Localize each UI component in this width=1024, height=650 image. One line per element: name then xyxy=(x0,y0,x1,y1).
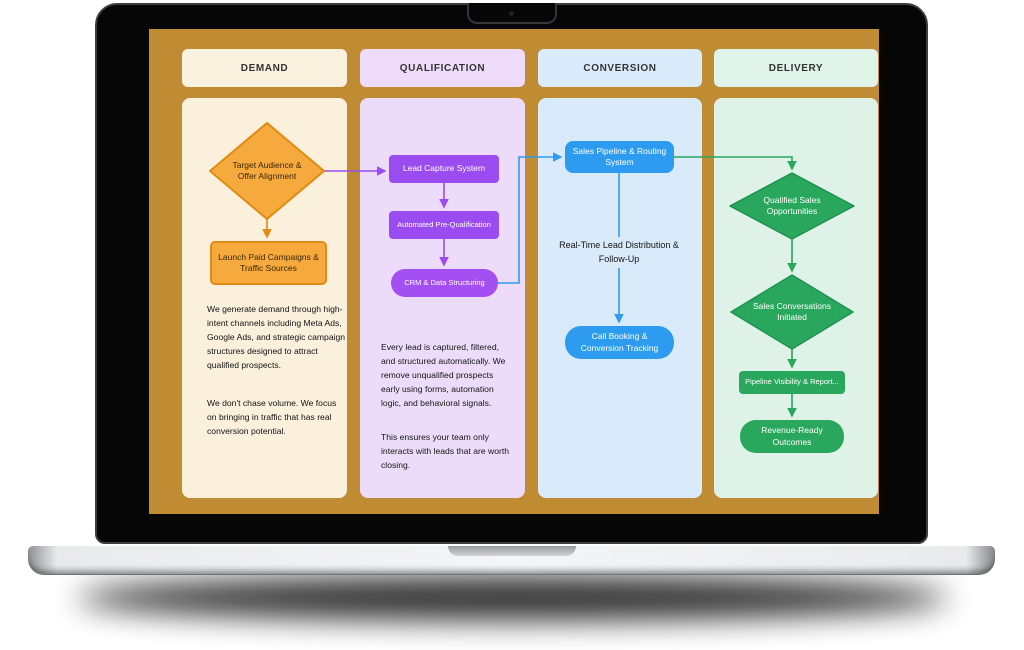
diamond-target-audience xyxy=(209,122,325,220)
node-target-audience-label: Target Audience & Offer Alignment xyxy=(232,159,302,181)
laptop-base xyxy=(28,546,995,575)
node-sales-pipeline: Sales Pipeline & Routing System xyxy=(565,141,674,173)
node-call-booking: Call Booking & Conversion Tracking xyxy=(565,326,674,359)
qualification-paragraph-2: This ensures your team only interacts wi… xyxy=(381,432,510,470)
laptop-screen: DEMAND QUALIFICATION CONVERSION DELIVERY xyxy=(149,29,879,514)
diamond-sales-conversations xyxy=(730,274,854,350)
diamond-qualified-sales xyxy=(729,172,855,240)
node-pre-qualification: Automated Pre-Qualification xyxy=(389,211,499,239)
column-header-qualification: QUALIFICATION xyxy=(360,49,525,87)
base-groove xyxy=(447,546,576,556)
flow-connectors xyxy=(209,122,855,418)
connector-pipeline-to-qualifiedsales xyxy=(674,156,797,171)
column-header-demand: DEMAND xyxy=(182,49,347,87)
connector-crm-to-pipeline xyxy=(498,152,563,284)
node-revenue-ready: Revenue-Ready Outcomes xyxy=(740,420,844,453)
qualification-paragraph-1: Every lead is captured, filtered, and st… xyxy=(381,342,506,408)
node-crm-structuring: CRM & Data Structuring xyxy=(391,269,498,297)
conversion-flow-label: Real-Time Lead Distribution & Follow-Up xyxy=(547,237,691,268)
demand-paragraph-1: We generate demand through high-intent c… xyxy=(207,304,346,370)
column-header-delivery: DELIVERY xyxy=(714,49,878,87)
laptop-lid: DEMAND QUALIFICATION CONVERSION DELIVERY xyxy=(95,3,928,544)
node-qualified-sales-label: Qualified Sales Opportunities xyxy=(763,194,821,216)
laptop-shadow xyxy=(78,576,948,620)
node-launch-campaigns: Launch Paid Campaigns & Traffic Sources xyxy=(210,241,327,285)
column-header-conversion: CONVERSION xyxy=(538,49,702,87)
node-pipeline-visibility: Pipeline Visibility & Report... xyxy=(739,371,845,394)
camera-notch xyxy=(466,3,557,24)
node-sales-conversations-label: Sales Conversations Initiated xyxy=(753,300,831,322)
camera-icon xyxy=(509,10,514,16)
node-lead-capture: Lead Capture System xyxy=(389,155,499,183)
demand-paragraph-2: We don't chase volume. We focus on bring… xyxy=(207,398,337,436)
